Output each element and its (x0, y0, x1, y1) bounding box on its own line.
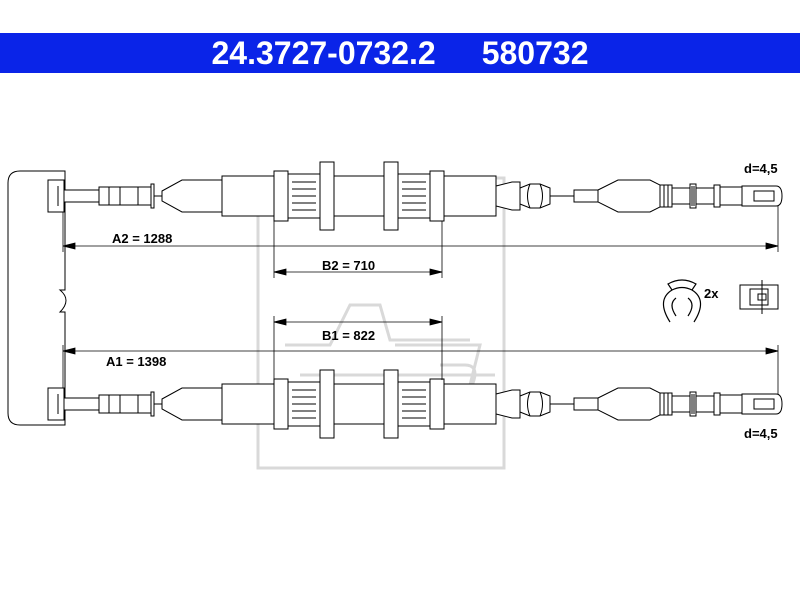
header-bar (0, 33, 800, 73)
diameter-bottom: d=4,5 (744, 426, 778, 441)
cable-assembly-a1 (47, 369, 783, 439)
retaining-clip-icon (662, 279, 702, 323)
dimension-lines (62, 206, 779, 394)
dimension-b2: B2 = 710 (322, 258, 375, 273)
cable-end-fitting-icon (739, 280, 779, 314)
dimension-a1: A1 = 1398 (106, 354, 166, 369)
header: 24.3727-0732.2 580732 (0, 33, 800, 73)
clip-quantity: 2x (704, 286, 719, 301)
reference-number: 580732 (481, 34, 589, 71)
mounting-bracket (7, 170, 67, 426)
diameter-top: d=4,5 (744, 161, 778, 176)
dimension-b1: B1 = 822 (322, 328, 375, 343)
part-number: 24.3727-0732.2 (211, 34, 436, 71)
dimension-a2: A2 = 1288 (112, 231, 172, 246)
cable-assembly-a2 (47, 161, 783, 231)
